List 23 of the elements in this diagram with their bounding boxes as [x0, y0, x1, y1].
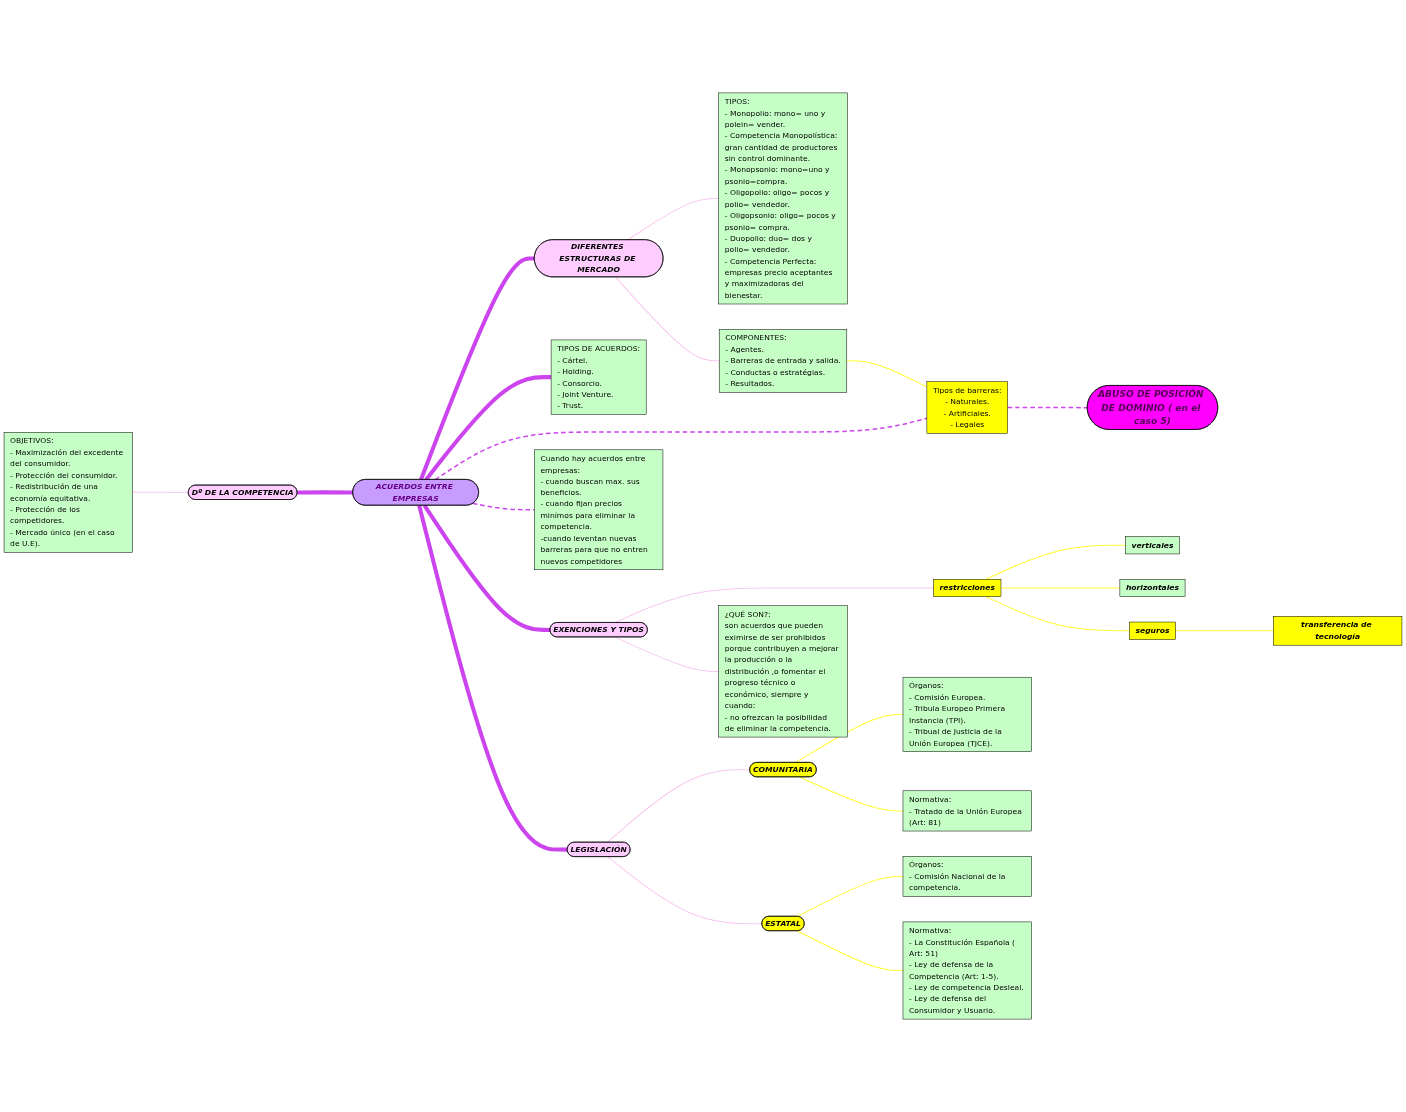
connector [627, 197, 720, 241]
connector [424, 375, 552, 481]
connector [434, 417, 928, 481]
connector [417, 504, 568, 852]
connector [985, 596, 1130, 632]
connector [796, 930, 904, 971]
connector [419, 256, 535, 481]
connector [422, 504, 551, 632]
connector [796, 875, 904, 918]
connector [985, 544, 1126, 580]
connector [614, 636, 720, 672]
connector [614, 587, 935, 624]
connector [794, 713, 904, 764]
connector [1175, 630, 1274, 632]
connector [297, 490, 353, 495]
connector [607, 856, 763, 925]
connector [1000, 587, 1121, 589]
connector [1006, 406, 1089, 409]
connector [606, 769, 751, 843]
connector [846, 360, 928, 388]
connector [615, 276, 720, 362]
connector [132, 491, 190, 494]
connector [798, 776, 904, 812]
